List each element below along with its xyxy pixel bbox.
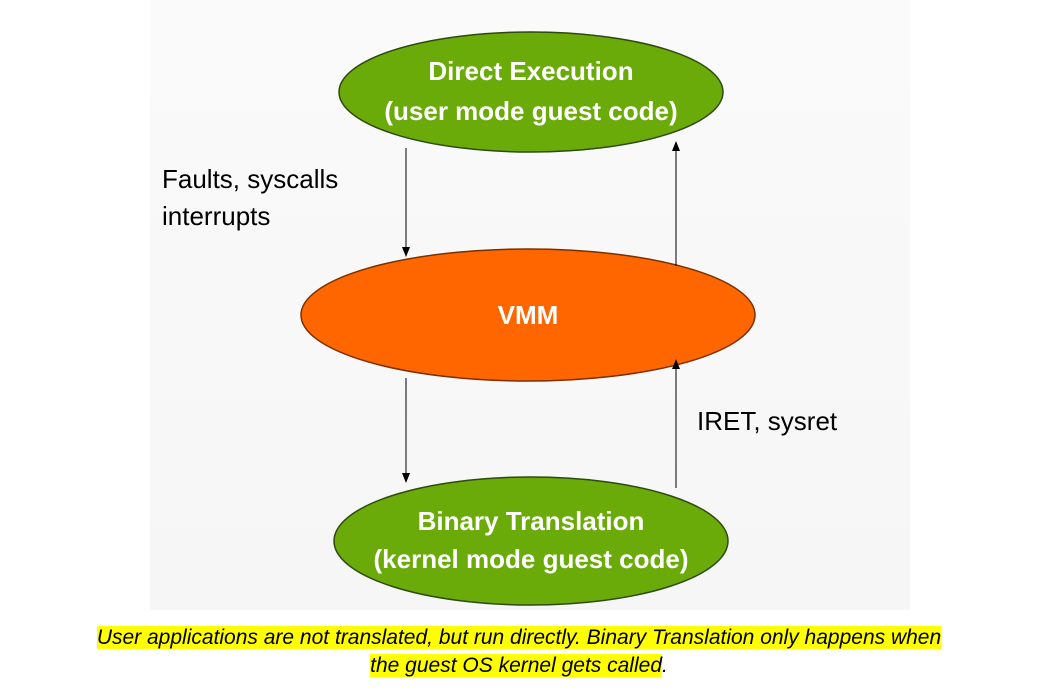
vmm-flow-diagram: Direct Execution (user mode guest code) … <box>162 31 838 606</box>
direct-execution-subtitle: (user mode guest code) <box>384 96 677 126</box>
binary-translation-subtitle: (kernel mode guest code) <box>374 544 689 574</box>
caption-line-2-text: the guest OS kernel gets called <box>370 654 662 677</box>
binary-translation-node: Binary Translation (kernel mode guest co… <box>333 476 729 606</box>
caption-line-2: the guest OS kernel gets called. <box>0 652 1038 680</box>
direct-execution-node: Direct Execution (user mode guest code) <box>338 31 724 153</box>
caption-line-1: User applications are not translated, bu… <box>0 624 1038 652</box>
caption-line-1-text: User applications are not translated, bu… <box>96 626 942 649</box>
direct-execution-title: Direct Execution <box>428 56 633 86</box>
iret-sysret-label: IRET, sysret <box>697 406 838 436</box>
vmm-label: VMM <box>498 300 559 330</box>
interrupts-label: interrupts <box>162 201 270 231</box>
caption-period: . <box>662 654 668 677</box>
binary-translation-ellipse <box>333 476 729 606</box>
direct-execution-ellipse <box>338 31 724 153</box>
vmm-ellipse <box>300 248 756 382</box>
faults-syscalls-label: Faults, syscalls <box>162 164 338 194</box>
caption: User applications are not translated, bu… <box>0 624 1038 680</box>
binary-translation-title: Binary Translation <box>418 506 645 536</box>
vmm-node: VMM <box>300 248 756 382</box>
